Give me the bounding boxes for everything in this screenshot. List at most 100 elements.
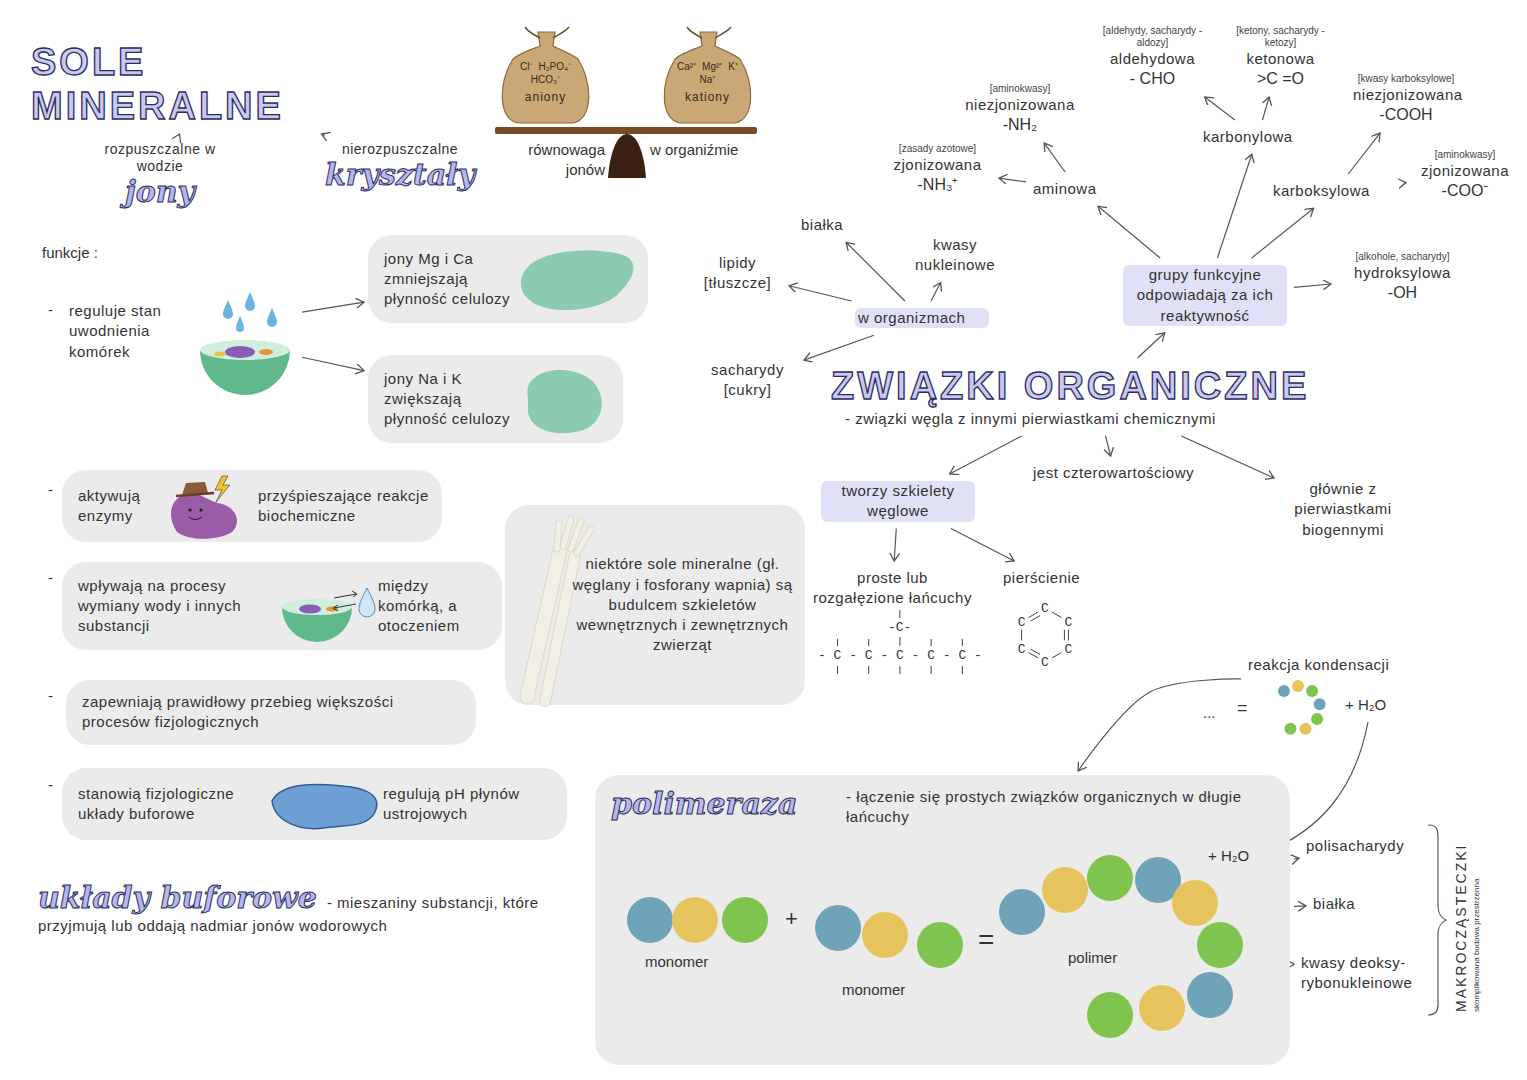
- node-subtext: >C =O: [1221, 69, 1340, 90]
- node-text: białka: [801, 215, 857, 235]
- connector-arrow: [1294, 858, 1299, 860]
- ring-bonds: [1022, 612, 1069, 658]
- connector-arrow: [1181, 436, 1274, 478]
- monomer-circle: [627, 897, 673, 943]
- monomer-circle: [1139, 985, 1185, 1031]
- note-label: -: [48, 300, 53, 320]
- connector-arrow: [178, 134, 180, 135]
- ion-label: Ca²⁺: [677, 60, 696, 73]
- bone-outline: [545, 555, 575, 701]
- connector-arrow: [950, 436, 1022, 474]
- text-node: [zasady azotowe]zjonizowana-NH₃⁺: [880, 140, 995, 199]
- formula-text: C: [1040, 655, 1050, 670]
- lightning: [215, 476, 230, 502]
- bond: [868, 639, 869, 646]
- note-label: -: [48, 775, 53, 795]
- monomer-circle: [1187, 972, 1233, 1018]
- connector-arrow: [1252, 208, 1314, 258]
- node-subtext: -NH₂: [963, 115, 1077, 136]
- node-subtext: - związki węgla z innymi pierwiastkami c…: [845, 409, 1360, 429]
- note-label: + H₂O: [1208, 846, 1249, 866]
- ion-label: kationy: [665, 90, 750, 104]
- cell-top: [200, 340, 290, 360]
- ion-label: Na⁺: [700, 73, 716, 86]
- node-text: reguluje stan uwodnienia komórek: [69, 301, 204, 362]
- bond: [962, 666, 963, 674]
- node-text: niektóre sole mineralne (gł. węglany i f…: [570, 554, 795, 655]
- connector-arrow: [846, 242, 905, 301]
- note-label: +: [785, 905, 798, 934]
- note-label: równowaga jonów: [505, 140, 605, 179]
- sack: [664, 32, 750, 123]
- node-subtext: zjonizowana: [883, 155, 992, 175]
- node-text: aktywują enzymy: [78, 486, 163, 527]
- bond: [899, 666, 900, 674]
- bone-outline: [577, 529, 591, 553]
- node-text: SOLE MINERALNE: [31, 41, 375, 128]
- monomer-circle: [1042, 867, 1088, 913]
- monomer-circle: [999, 889, 1045, 935]
- node-text: stanowią fizjologiczne układy buforowe: [78, 784, 263, 825]
- node-text: [ketony, sacharydy - ketozy]: [1221, 25, 1340, 49]
- connector-arrow: [804, 335, 874, 360]
- monomer-circle: [672, 897, 718, 943]
- bond: [837, 639, 838, 646]
- node-text: [alkohole, sacharydy]: [1338, 251, 1467, 263]
- formula-text: - C - C - C - C - C -: [818, 648, 982, 663]
- note-panel: niektóre sole mineralne (gł. węglany i f…: [505, 505, 805, 705]
- sack-rope: [525, 27, 569, 38]
- monomer-circle: [862, 912, 908, 958]
- ion-label: aniony: [503, 90, 588, 104]
- bone-outline: [557, 523, 559, 549]
- bond: [931, 639, 932, 646]
- ion-sack: Ca²⁺Mg²⁺K⁺Na⁺kationy: [655, 24, 760, 124]
- connector-arrow: [1217, 154, 1251, 258]
- carbon-chain-bonds: [838, 610, 963, 674]
- node-text: rozpuszczalne w wodzie: [93, 141, 227, 175]
- ion-label: H₂PO₄⁻: [538, 60, 571, 73]
- water-drop: [245, 292, 255, 311]
- curly-bracket: [1428, 825, 1446, 1015]
- node-text: reakcja kondensacji: [1248, 655, 1427, 675]
- note-label: + H₂O: [1345, 695, 1386, 715]
- bond: [868, 666, 869, 674]
- node-subtext: - CHO: [1098, 69, 1207, 90]
- enzyme-body: [171, 494, 237, 539]
- connector-arrow: [322, 134, 325, 135]
- note-label: =: [1237, 697, 1248, 720]
- formula-text: C: [1017, 642, 1027, 657]
- buffer-blob: [272, 785, 377, 829]
- formula-text: C: [1063, 642, 1073, 657]
- text-node: proste lub rozgałęzione łańcuchy: [810, 565, 975, 612]
- monomer-circle: [1087, 992, 1133, 1038]
- note-panel: aktywują enzymyprzyśpieszające reakcje b…: [62, 470, 442, 542]
- node-text: układy buforowe: [38, 880, 317, 915]
- ion-label: HCO₃⁻: [531, 73, 560, 86]
- connector-arrow: [894, 529, 896, 562]
- connector-arrow: [302, 302, 364, 312]
- cellulose-blob: [521, 251, 634, 311]
- connector-arrow: [1105, 436, 1110, 456]
- node-text: kwasy nukleinowe: [903, 235, 1007, 276]
- bond: [1031, 649, 1040, 654]
- note-panel: wpływają na procesy wymiany wody i innyc…: [62, 562, 502, 650]
- node-illustration: [62, 470, 442, 542]
- text-node: [alkohole, sacharydy]hydroksylowa-OH: [1335, 248, 1470, 307]
- exchange-arrows: [333, 591, 357, 611]
- node-text: karboksylowa: [1273, 181, 1397, 201]
- connector-arrow: [1138, 333, 1165, 358]
- monomer-dot: [1311, 713, 1323, 725]
- balance-beam: [495, 127, 757, 134]
- balance-fulcrum: [608, 134, 646, 178]
- node-subtext: -OH: [1338, 283, 1467, 304]
- connector-arrow: [1404, 182, 1406, 183]
- water-drop: [267, 308, 277, 327]
- node-subtext: jony: [93, 175, 227, 210]
- water-drop: [359, 588, 375, 617]
- bond: [899, 610, 900, 618]
- bond: [1021, 630, 1022, 641]
- side-note: skomplikowana budowa przestrzenna: [1472, 879, 1482, 1012]
- enzyme-eye: [188, 508, 191, 511]
- connector-arrow: [1262, 97, 1269, 120]
- node-text: kwasy deoksy- rybonukleinowe: [1301, 953, 1430, 994]
